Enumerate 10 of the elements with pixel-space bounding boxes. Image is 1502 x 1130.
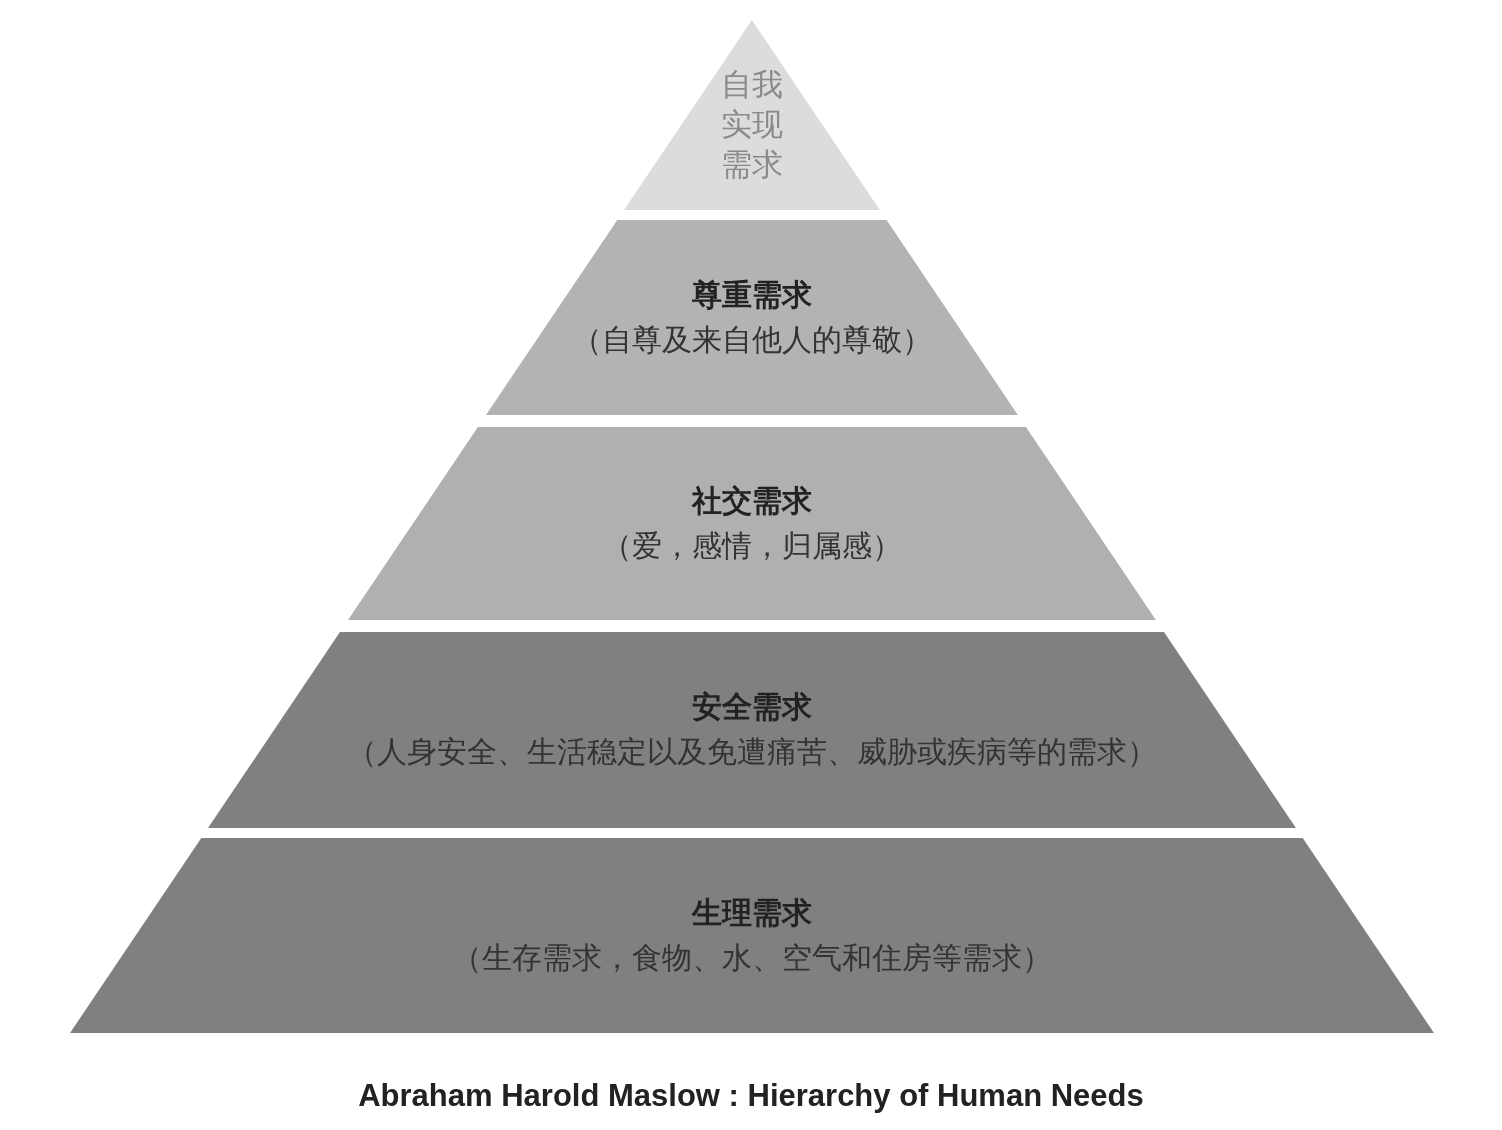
tier-description: （生存需求，食物、水、空气和住房等需求） xyxy=(452,938,1052,977)
tier-description: （爱，感情，归属感） xyxy=(602,526,902,565)
tier-heading: 安全需求 xyxy=(692,688,812,726)
tier-description: （自尊及来自他人的尊敬） xyxy=(572,320,932,359)
tier-description: （人身安全、生活稳定以及免遭痛苦、威胁或疾病等的需求） xyxy=(347,733,1157,771)
tier-heading: 自我实现需求 xyxy=(720,65,784,184)
tier-heading: 生理需求 xyxy=(692,893,812,932)
tier-heading: 尊重需求 xyxy=(692,275,812,314)
caption: Abraham Harold Maslow : Hierarchy of Human Needs xyxy=(357,1078,1145,1114)
tier-heading: 社交需求 xyxy=(692,481,812,520)
